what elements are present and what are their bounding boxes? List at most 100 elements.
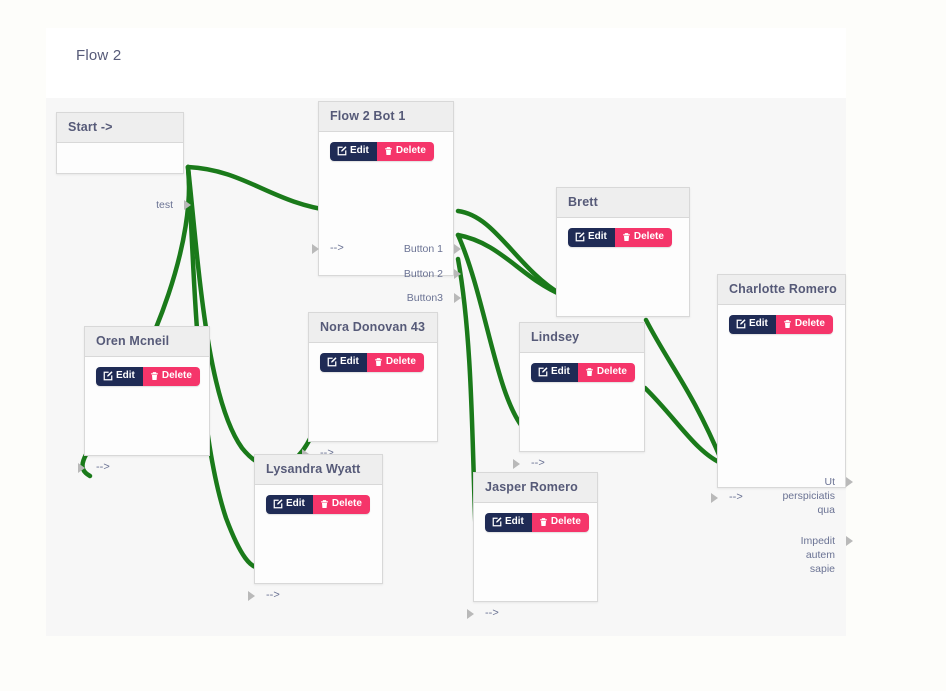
delete-button[interactable]: Delete [142,367,200,386]
edit-button[interactable]: Edit [266,495,313,514]
edit-button-label: Edit [749,318,768,329]
output-arrow-icon [454,269,461,279]
delete-button[interactable]: Delete [775,315,833,334]
edit-button[interactable]: Edit [568,228,615,247]
trash-icon [783,319,792,329]
node-input-port[interactable]: --> [330,242,344,254]
pencil-square-icon [103,371,113,381]
delete-button[interactable]: Delete [376,142,434,161]
node-output-port[interactable]: test [156,199,173,211]
edit-button[interactable]: Edit [330,142,377,161]
node-output-port[interactable]: Impedit autem sapie [800,535,835,576]
edit-button[interactable]: Edit [96,367,143,386]
edit-button-label: Edit [350,145,369,156]
delete-button[interactable]: Delete [531,513,589,532]
edit-button[interactable]: Edit [485,513,532,532]
node-input-port[interactable]: --> [96,461,110,473]
edit-button-label: Edit [116,370,135,381]
input-arrow-icon [513,459,520,469]
edit-button[interactable]: Edit [531,363,578,382]
edit-button[interactable]: Edit [320,353,367,372]
delete-button-label: Delete [395,145,426,156]
output-arrow-icon [184,200,191,210]
pencil-square-icon [273,499,283,509]
node-output-port[interactable]: Button3 [406,292,443,304]
delete-button[interactable]: Delete [614,228,672,247]
node-actions: Edit Delete [568,228,672,247]
delete-button[interactable]: Delete [577,363,635,382]
trash-icon [622,232,631,242]
trash-icon [539,517,548,527]
flow-edge [185,164,337,214]
edit-button-label: Edit [551,366,570,377]
node-output-port[interactable]: Button 2 [403,268,443,280]
input-arrow-icon [248,591,255,601]
pencil-square-icon [337,146,347,156]
node-input-port[interactable]: --> [485,607,499,619]
input-arrow-icon [711,493,718,503]
flow-edge [642,385,726,467]
pencil-square-icon [327,357,337,367]
flow-edge [455,232,528,433]
node-title: Oren Mcneil [85,327,209,357]
node-title: Lindsey [520,323,644,353]
node-body: Edit Delete --> Button 1 Button 2 Button3 [312,132,461,304]
trash-icon [374,357,383,367]
node-body: Edit Delete --> [78,357,209,473]
pencil-square-icon [492,517,502,527]
node-title: Nora Donovan 43 [309,313,437,343]
input-arrow-icon [312,244,319,254]
node-input-port[interactable]: --> [266,589,280,601]
node-title: Charlotte Romero [718,275,845,305]
node-body: Edit Delete --> [248,485,382,601]
header-card: Flow 2 [46,28,846,98]
node-output-port[interactable]: Button 1 [403,243,443,255]
output-arrow-icon [454,293,461,303]
node-input-port[interactable]: --> [531,457,545,469]
node-input-port[interactable]: --> [729,491,743,503]
node-actions: Edit Delete [320,353,424,372]
edit-button[interactable]: Edit [729,315,776,334]
pencil-square-icon [736,319,746,329]
node-body: Edit Delete --> [467,503,597,619]
node-title: Lysandra Wyatt [255,455,382,485]
delete-button-label: Delete [385,356,416,367]
node-actions: Edit Delete [96,367,200,386]
flow-node-flow2bot1[interactable]: Flow 2 Bot 1 Edit Delete --> Button 1 Button … [312,101,461,304]
trash-icon [320,499,329,509]
node-body: test [57,143,191,211]
trash-icon [585,367,594,377]
input-arrow-icon [467,609,474,619]
delete-button-label: Delete [633,231,664,242]
delete-button[interactable]: Delete [312,495,370,514]
trash-icon [150,371,159,381]
flow-edge [455,232,565,298]
delete-button-label: Delete [550,516,581,527]
trash-icon [384,146,393,156]
output-arrow-icon [846,477,853,487]
delete-button-label: Delete [596,366,627,377]
delete-button-label: Delete [331,498,362,509]
output-arrow-icon [846,536,853,546]
flow-node-start[interactable]: Start -> test [56,112,191,211]
edit-button-label: Edit [505,516,524,527]
output-arrow-icon [454,244,461,254]
node-title: Start -> [57,113,183,143]
delete-button[interactable]: Delete [366,353,424,372]
pencil-square-icon [575,232,585,242]
node-title: Flow 2 Bot 1 [319,102,453,132]
edit-button-label: Edit [588,231,607,242]
node-output-port[interactable]: Ut perspiciatis qua [782,476,835,517]
node-actions: Edit Delete [531,363,635,382]
